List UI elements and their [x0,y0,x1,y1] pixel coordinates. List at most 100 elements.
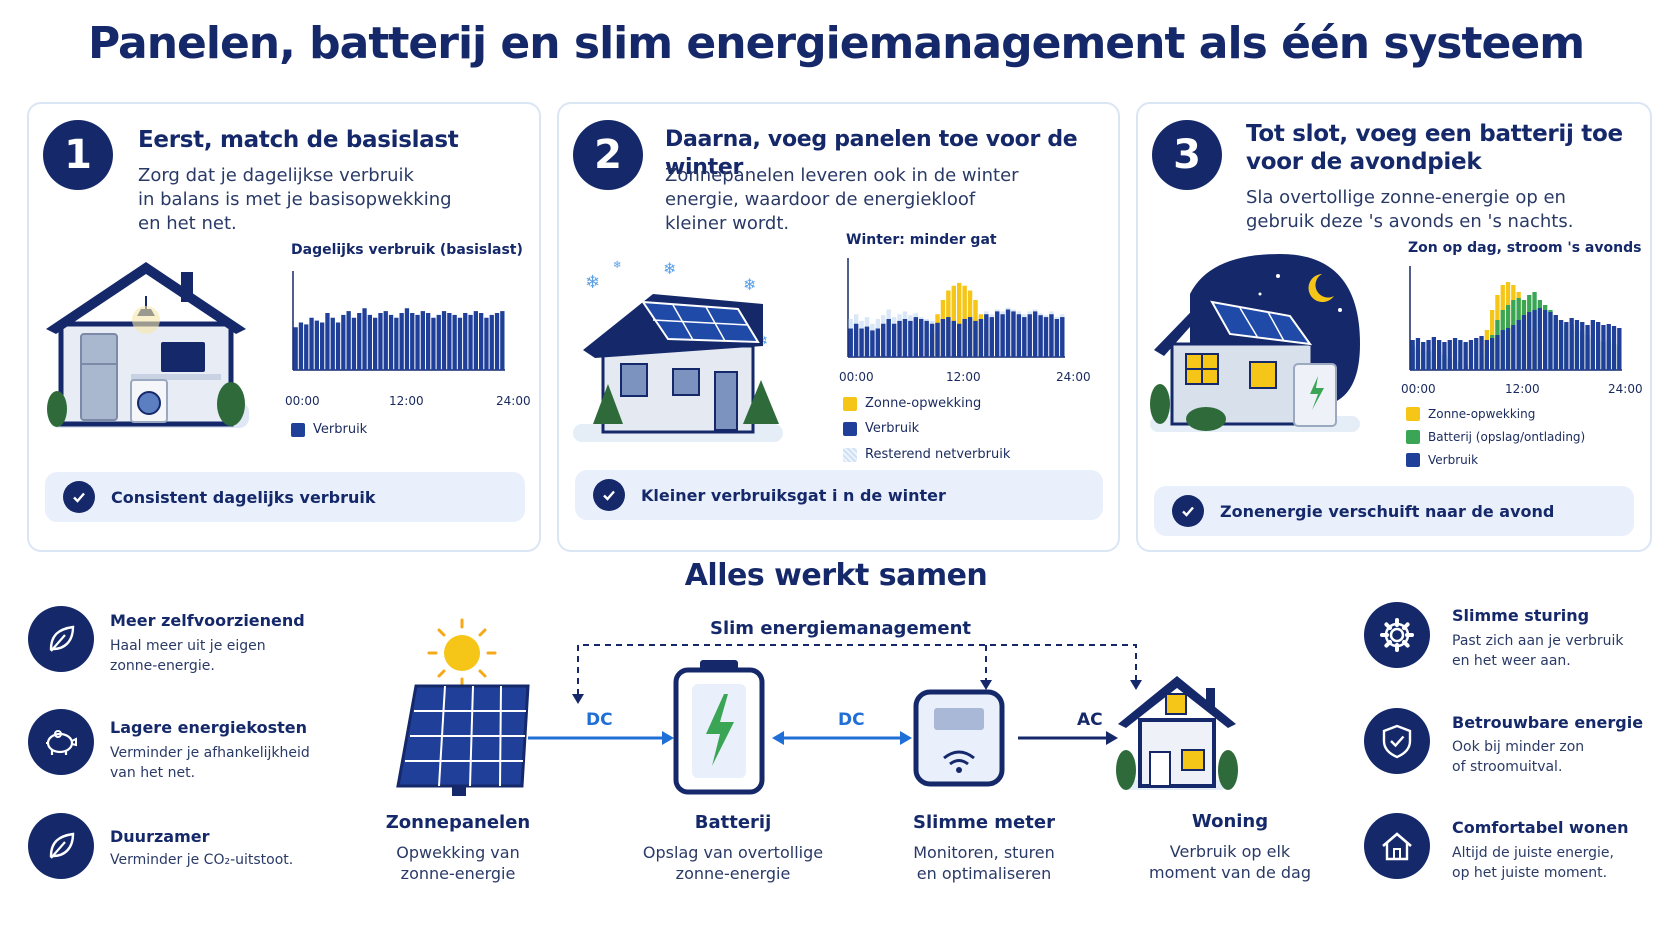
feature-description: Haal meer uit je eigen zonne-energie. [110,638,266,674]
bar-verbruik [870,330,875,357]
shield-icon [1364,708,1430,774]
node-description: Verbruik op elk moment van de dag [1148,842,1311,882]
bar-verbruik [902,319,908,357]
bar-verbruik [357,313,362,370]
x-tick-label: 24:00 [1056,370,1091,384]
bar-verbruik [362,308,367,370]
bar-verbruik [447,313,452,370]
bar-verbruik [1468,340,1474,370]
chart-winter-gap [847,258,1065,358]
bar-verbruik [1060,317,1065,357]
bar-verbruik [1500,330,1505,370]
node-description: Monitoren, sturen en optimaliseren [913,843,1055,883]
node-title: Batterij [694,812,772,833]
feature-title: Comfortabel wonen [1452,818,1629,837]
bar-verbruik [441,311,447,370]
bar-verbruik [1054,319,1060,357]
bar-verbruik [1442,342,1447,370]
bar-verbruik [1601,325,1606,370]
feature-description: Past zich aan je verbruik en het weer aa… [1452,633,1624,669]
page-title: Panelen, batterij en slim energiemanagem… [87,18,1585,69]
bar-verbruik [1474,338,1479,370]
smart-meter-icon [913,689,1005,787]
step-number: 2 [573,120,643,190]
bar-verbruik [383,311,388,370]
smart-management-label: Slim energiemanagement [710,618,972,639]
bar-verbruik [1490,338,1495,370]
svg-text:❄: ❄ [585,272,600,293]
bar-verbruik [886,319,891,357]
x-tick-label: 00:00 [1401,382,1436,396]
bar-verbruik [309,317,314,370]
dc-label: DC [838,710,865,730]
bar-verbruik [341,314,346,370]
bar-verbruik [940,319,946,357]
legend-item: Zonne-opwekking [1406,407,1535,421]
bar-verbruik [1032,311,1038,357]
bar-verbruik [924,320,929,357]
bar-verbruik [1521,315,1527,370]
chart-title: Zon op dag, stroom 's avonds [1408,240,1642,256]
bar-verbruik [388,314,394,370]
bar-verbruik [1000,314,1005,357]
bar-verbruik [484,317,489,370]
bar-verbruik [875,328,881,357]
gear-icon [1364,602,1430,668]
bar-verbruik [1611,326,1617,370]
bar-verbruik [1484,340,1489,370]
bar-verbruik [1516,320,1521,370]
leaf-icon [28,606,94,672]
bar-verbruik [436,314,441,370]
feature-title: Duurzamer [110,827,210,846]
node-description: Opslag van overtollige zonne-energie [642,843,824,883]
feature-description: Verminder je afhankelijkheid van het net… [110,745,310,781]
bar-verbruik [859,328,864,357]
bar-verbruik [1543,310,1548,370]
bar-verbruik [1479,336,1484,370]
bar-verbruik [1415,338,1421,370]
bar-verbruik [897,320,902,357]
status-banner: Zonenergie verschuift naar de avond [1154,486,1634,536]
bar-verbruik [913,317,919,357]
node-description: Opwekking van zonne-energie [396,843,520,883]
bar-verbruik [468,314,473,370]
feature-title: Slimme sturing [1452,606,1590,625]
bar-zonne-opwekking [957,282,962,357]
bar-verbruik [946,317,951,357]
step-number: 3 [1152,120,1222,190]
feature-title: Betrouwbare energie [1452,713,1644,732]
x-tick-label: 24:00 [496,394,531,408]
x-tick-label: 12:00 [946,370,981,384]
home-icon [1364,813,1430,879]
energy-flow-diagram [396,618,1238,796]
node-title: Slimme meter [913,812,1055,833]
bar-verbruik [394,317,399,370]
x-tick-label: 00:00 [839,370,874,384]
bar-verbruik [1463,342,1468,370]
bar-verbruik [1569,318,1574,370]
feature-title: Lagere energiekosten [110,718,307,737]
card-title: Eerst, match de basislast [138,127,459,153]
bar-verbruik [457,317,463,370]
bar-verbruik [994,311,1000,357]
feature-description: Altijd de juiste energie, op het juiste … [1452,845,1614,881]
night-house-battery-illustration [1150,254,1360,432]
bar-verbruik [399,313,404,370]
bar-verbruik [426,313,431,370]
node-title: Zonnepanelen [385,812,531,833]
solar-panel-icon [396,684,530,796]
bar-verbruik [420,311,425,370]
feature-description: Verminder je CO₂-uitstoot. [110,852,294,868]
legend-item: Verbruik [291,422,367,437]
legend-item: Verbruik [843,421,919,436]
legend-item: Resterend netverbruik [843,447,1010,462]
bar-verbruik [848,328,853,357]
legend-item: Zonne-opwekking [843,396,981,411]
house-interior-illustration [46,262,249,428]
svg-text:❄: ❄ [743,275,756,294]
bar-verbruik [489,314,494,370]
bar-verbruik [1564,322,1569,370]
bar-verbruik [293,327,298,370]
svg-text:❄: ❄ [613,260,621,271]
bar-verbruik [304,324,309,370]
